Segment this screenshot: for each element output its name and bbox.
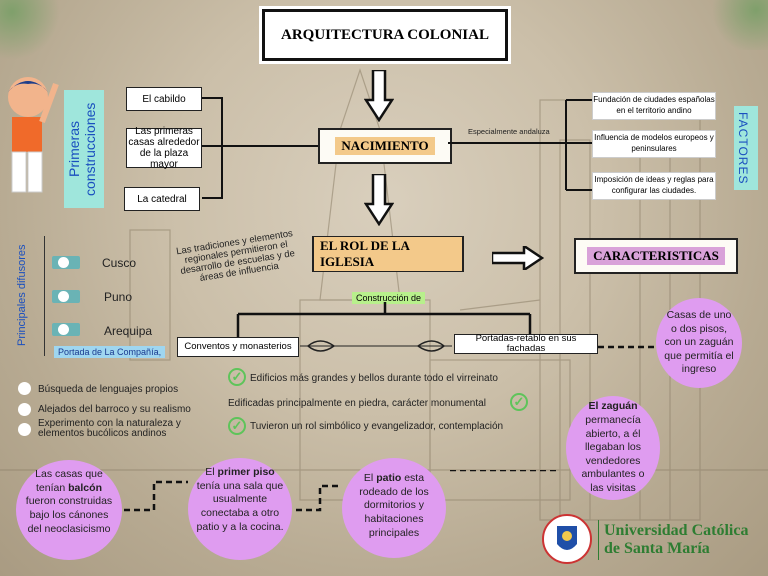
difusores-label: Principales difusores <box>16 244 28 346</box>
bullet-item: Alejados del barroco y su realismo <box>38 404 191 415</box>
difusor-cusco: Cusco <box>102 256 137 270</box>
construccion-label: Construcción de <box>352 292 426 304</box>
factor-item-influencia: Influencia de modelos europeos y peninsu… <box>592 130 716 158</box>
university-line1: Universidad Católica <box>604 522 749 539</box>
bullet-item: Búsqueda de lenguajes propios <box>38 384 179 395</box>
logo-divider <box>598 520 599 560</box>
primeras-label: Primeras construcciones <box>66 102 98 196</box>
arrow-right-icon <box>492 246 544 270</box>
check-item: Edificadas principalmente en piedra, car… <box>228 398 486 409</box>
bullet-icon <box>18 403 31 416</box>
page-title: ARQUITECTURA COLONIAL <box>262 9 508 61</box>
nacimiento-box: NACIMIENTO <box>318 128 452 164</box>
bullet-icon <box>18 423 31 436</box>
zaguan-circle: El zaguán permanecía abierto, a él llega… <box>566 396 660 500</box>
zaguan-text: permanecía abierto, a él llegaban los ve… <box>581 413 645 495</box>
nacimiento-label: NACIMIENTO <box>335 137 435 155</box>
primer-piso-bold: primer piso <box>217 466 275 478</box>
portada-compania-label: Portada de La Compañía, <box>54 346 166 358</box>
factores-bracket <box>448 99 593 191</box>
primeras-item-casas: Las primeras casas alrededor de la plaza… <box>126 126 202 170</box>
primer-piso-post: tenía una sala que usualmente conectaba … <box>196 479 284 533</box>
balcon-bold: balcón <box>68 481 102 494</box>
toggle-icon <box>52 256 80 269</box>
balcon-pre: Las casas que tenían <box>35 468 103 494</box>
difusor-arequipa: Arequipa <box>104 324 153 338</box>
toggle-icon <box>52 290 80 303</box>
primeras-item-cabildo: El cabildo <box>126 87 202 111</box>
factores-label-bg <box>734 106 758 190</box>
primeras-bracket <box>202 97 318 199</box>
casas-pisos-circle: Casas de uno o dos pisos, con un zaguán … <box>656 298 742 388</box>
patio-pre: El <box>363 472 374 484</box>
child-illustration <box>8 77 59 193</box>
check-icon: ✓ <box>228 368 246 386</box>
primeras-label-bg <box>64 90 104 208</box>
factores-label: FACTORES <box>736 111 750 185</box>
check-item: Edificios más grandes y bellos durante t… <box>250 373 498 384</box>
arrow-down-icon <box>364 70 394 122</box>
arrow-down-icon <box>364 174 394 226</box>
ornament-line <box>300 340 452 352</box>
difusores-divider <box>44 236 55 356</box>
portadas-box: Portadas-retablo en sus fachadas <box>454 333 598 354</box>
balcon-circle: Las casas que tenían balcón fueron const… <box>16 460 122 560</box>
balcon-post: fueron construidas bajo los cánones del … <box>25 495 113 535</box>
iglesia-box: EL ROL DE LA IGLESIA <box>312 236 464 272</box>
zaguan-title: El zaguán <box>588 400 638 413</box>
primer-piso-pre: El <box>205 466 215 478</box>
conventos-box: Conventos y monasterios <box>177 337 299 357</box>
especialmente-label: Especialmente andaluza <box>468 127 550 136</box>
construccion-bracket <box>236 302 532 338</box>
difusor-puno: Puno <box>104 290 133 304</box>
primer-piso-circle: El primer piso tenía una sala que usualm… <box>188 458 292 560</box>
plant-decoration-left <box>0 0 60 60</box>
patio-post: esta rodeado de los dormitorios y habita… <box>359 472 429 539</box>
dashed-connector <box>598 345 654 349</box>
check-item: Tuvieron un rol simbólico y evangelizado… <box>250 421 504 432</box>
bullet-item: Experimento con la naturaleza y elemento… <box>38 418 181 439</box>
patio-circle: El patio esta rodeado de los dormitorios… <box>342 458 446 558</box>
check-icon: ✓ <box>510 393 528 411</box>
iglesia-label: EL ROL DE LA IGLESIA <box>314 237 462 271</box>
patio-bold: patio <box>376 472 402 484</box>
bullet-icon <box>18 382 31 395</box>
factor-item-fundacion: Fundación de ciudades españolas en el te… <box>592 92 716 120</box>
caracteristicas-box: CARACTERISTICAS <box>574 238 738 274</box>
university-name: Universidad Católica de Santa María <box>604 522 748 557</box>
factor-item-imposicion: Imposición de ideas y reglas para config… <box>592 172 716 200</box>
caracteristicas-label: CARACTERISTICAS <box>587 247 725 265</box>
university-line2: de Santa María <box>604 539 710 557</box>
check-icon: ✓ <box>228 417 246 435</box>
primeras-item-catedral: La catedral <box>124 187 200 211</box>
dashed-connectors <box>124 470 560 512</box>
university-crest-icon <box>542 514 592 564</box>
plant-decoration-right <box>708 0 768 50</box>
toggle-icon <box>52 323 80 336</box>
